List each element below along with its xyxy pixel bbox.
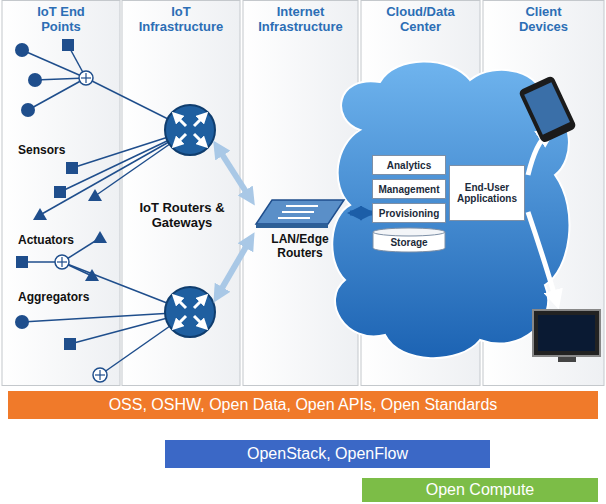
part-label: Aggregators — [18, 290, 89, 304]
edge-router: LAN/Edge Routers — [250, 196, 350, 260]
part-label: IoT Routers & Gateways — [128, 200, 236, 230]
function-box: Analytics — [372, 155, 446, 175]
data-arrow — [350, 211, 372, 216]
node-label: End-User Applications — [453, 182, 521, 204]
function-box: End-User Applications — [449, 165, 525, 221]
column-heading: IoT End Points — [26, 4, 96, 34]
technology-band: OpenStack, OpenFlow — [165, 440, 490, 468]
column-panel: IoT End Points — [2, 0, 120, 385]
node-label: Storage — [390, 237, 427, 248]
storage-cylinder: Storage — [372, 227, 446, 253]
node-label: OSS, OSHW, Open Data, Open APIs, Open St… — [109, 396, 498, 414]
column-panel: IoT Infrastructure — [122, 0, 240, 385]
node-label: Analytics — [387, 160, 431, 171]
node-label: LAN/Edge Routers — [263, 232, 337, 260]
column-panel: Cloud/Data CenterAnalyticsManagementProv… — [361, 0, 480, 385]
switch-icon — [252, 196, 348, 230]
column-panel: Internet InfrastructureLAN/Edge Routers — [243, 0, 358, 385]
node-label: OpenStack, OpenFlow — [247, 445, 408, 463]
column-heading: Client Devices — [514, 4, 574, 34]
function-box: Provisioning — [372, 203, 446, 223]
node-label: Provisioning — [379, 208, 440, 219]
node-label: Open Compute — [426, 481, 535, 499]
column-heading: Cloud/Data Center — [376, 4, 466, 34]
part-label: Sensors — [18, 143, 65, 157]
function-box: Management — [372, 179, 446, 199]
column-heading: Internet Infrastructure — [251, 4, 351, 34]
technology-band: OSS, OSHW, Open Data, Open APIs, Open St… — [8, 391, 598, 419]
part-label: Actuators — [18, 233, 74, 247]
node-label: Management — [378, 184, 439, 195]
column-heading: IoT Infrastructure — [131, 4, 231, 34]
technology-band: Open Compute — [362, 478, 598, 502]
